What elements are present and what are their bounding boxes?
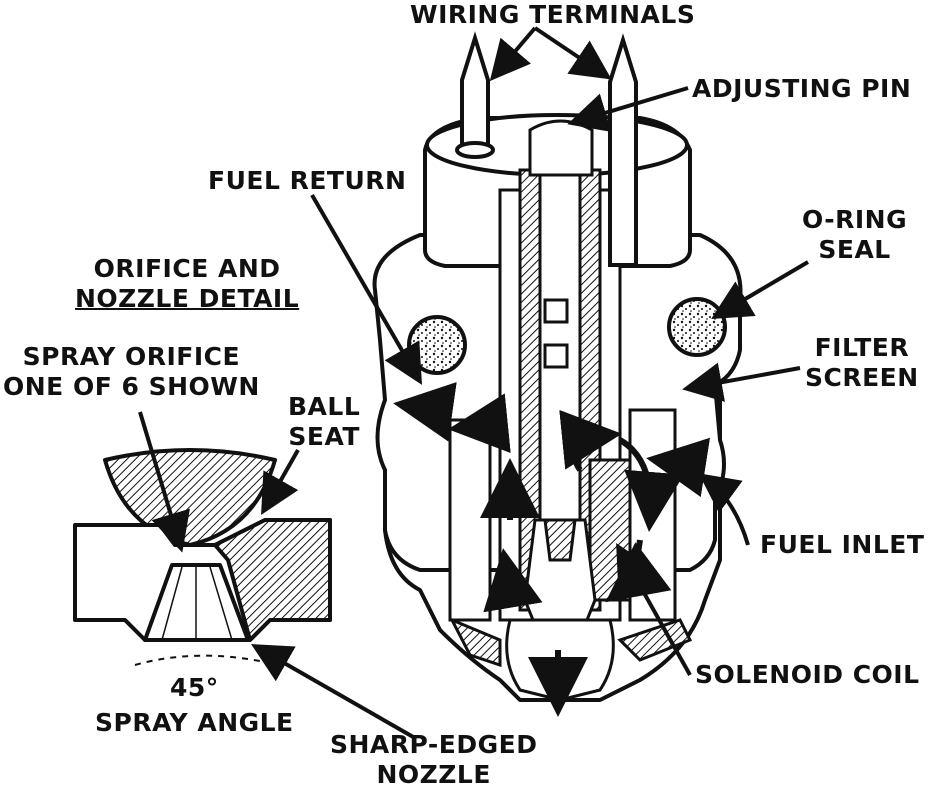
ball-seat-half xyxy=(103,448,277,547)
orifice-plate-hatched xyxy=(213,518,332,642)
label-angle-value: 45° xyxy=(170,673,219,702)
o-ring-right xyxy=(667,297,727,357)
terminal-pin-right xyxy=(608,33,638,267)
label-filter-screen-line2: SCREEN xyxy=(805,363,919,392)
label-sharp-edged-line1: SHARP-EDGED xyxy=(330,730,538,759)
label-spray-orifice-line2: ONE OF 6 SHOWN xyxy=(3,372,260,401)
label-o-ring-seal: O-RING SEAL xyxy=(802,205,907,265)
label-ball-seat: BALL SEAT xyxy=(288,392,360,452)
solenoid-coil-block xyxy=(588,458,632,602)
wiring-terminal-pins xyxy=(455,31,638,267)
label-filter-screen: FILTER SCREEN xyxy=(805,333,919,393)
nozzle-detail xyxy=(73,448,332,666)
label-filter-screen-line1: FILTER xyxy=(814,333,910,362)
label-wiring-terminals: WIRING TERMINALS xyxy=(410,0,696,29)
label-orifice-detail-line1: ORIFICE AND xyxy=(93,254,281,283)
label-sharp-edged-nozzle: SHARP-EDGED NOZZLE xyxy=(330,730,537,790)
o-ring-left xyxy=(407,315,467,375)
leader-lines xyxy=(138,26,810,740)
label-ball-seat-line2: SEAT xyxy=(288,422,360,451)
label-o-ring-seal-line2: SEAL xyxy=(818,235,891,264)
label-orifice-nozzle-detail: ORIFICE AND NOZZLE DETAIL xyxy=(75,254,299,314)
label-solenoid-coil: SOLENOID COIL xyxy=(695,660,920,689)
label-spray-orifice-line1: SPRAY ORIFICE xyxy=(22,342,241,371)
label-adjusting-pin: ADJUSTING PIN xyxy=(692,74,912,103)
label-sharp-edged-line2: NOZZLE xyxy=(376,760,491,789)
label-orifice-detail-line2: NOZZLE DETAIL xyxy=(75,284,300,313)
label-spray-orifice: SPRAY ORIFICE ONE OF 6 SHOWN xyxy=(3,342,260,402)
label-ball-seat-line1: BALL xyxy=(288,392,361,421)
terminal-pin-left xyxy=(460,31,490,152)
label-o-ring-seal-line1: O-RING xyxy=(802,205,908,234)
label-fuel-inlet: FUEL INLET xyxy=(760,530,925,559)
label-spray-angle: SPRAY ANGLE xyxy=(95,708,294,737)
label-fuel-return: FUEL RETURN xyxy=(208,166,407,195)
